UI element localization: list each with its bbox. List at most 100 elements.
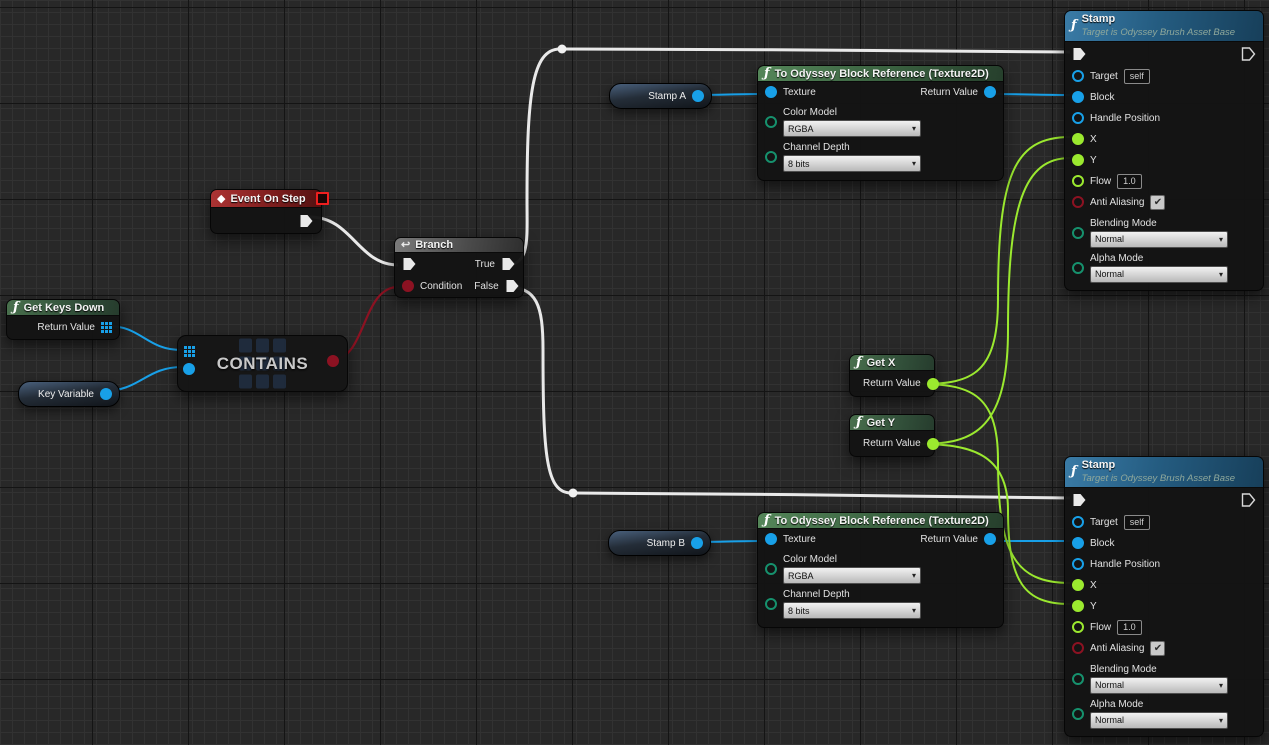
target-pin-label: Target (1090, 70, 1118, 82)
wire-float-getx-to-stamp-top-x[interactable] (917, 136, 1071, 385)
function-icon: ƒ (1071, 464, 1077, 480)
wire-exec-event-to-branch[interactable] (309, 215, 399, 267)
alpha-mode-pin[interactable] (1072, 707, 1084, 720)
flow-pin[interactable] (1072, 175, 1084, 188)
alpha-mode-pin[interactable] (1072, 261, 1084, 274)
block-pin[interactable] (1072, 537, 1084, 550)
reroute-node-top[interactable] (557, 44, 567, 54)
flow-pin-label: Flow (1090, 621, 1112, 633)
color-model-dropdown[interactable]: RGBA ▾ (783, 120, 921, 137)
wire-exec-false-down[interactable] (505, 285, 572, 495)
color-model-pin[interactable] (765, 563, 777, 575)
node-to-block-reference-bottom[interactable]: ƒ To Odyssey Block Reference (Texture2D)… (757, 512, 1004, 628)
function-icon: ƒ (1071, 18, 1077, 34)
float-out-pin[interactable] (926, 377, 939, 390)
event-bind-icon[interactable] (315, 192, 329, 205)
color-model-pin[interactable] (765, 116, 777, 128)
blending-mode-pin[interactable] (1072, 226, 1084, 239)
y-pin[interactable] (1072, 154, 1084, 167)
texture-in-pin[interactable] (765, 86, 777, 98)
block-pin[interactable] (1072, 91, 1084, 104)
x-pin[interactable] (1072, 579, 1084, 592)
node-title: Stamp (1081, 13, 1116, 25)
color-model-dropdown[interactable]: RGBA ▾ (783, 567, 921, 584)
target-pin[interactable] (1072, 70, 1084, 83)
channel-depth-dropdown[interactable]: 8 bits ▾ (783, 155, 921, 172)
node-title: Stamp (1081, 459, 1116, 471)
float-out-pin[interactable] (926, 437, 939, 450)
flow-value-box[interactable]: 1.0 (1117, 619, 1142, 635)
return-value-out-pin[interactable] (984, 86, 996, 98)
blending-mode-pin[interactable] (1072, 672, 1084, 685)
anti-aliasing-pin[interactable] (1072, 642, 1084, 655)
array-out-pin[interactable] (101, 322, 112, 333)
node-get-y[interactable]: ƒ Get Y Return Value (849, 414, 939, 457)
wire-exec-true-up[interactable] (505, 47, 561, 267)
array-in-pin[interactable] (184, 346, 195, 357)
node-get-x[interactable]: ƒ Get X Return Value (849, 354, 939, 397)
node-stamp-a[interactable]: Stamp A (609, 83, 712, 109)
wire-float-gety-to-stamp-bottom-y[interactable] (917, 443, 1071, 605)
exec-out-pin[interactable] (1241, 46, 1256, 61)
node-stamp-top[interactable]: ƒ Stamp Target is Odyssey Brush Asset Ba… (1064, 10, 1264, 291)
color-model-label: Color Model (783, 107, 837, 118)
channel-depth-pin[interactable] (765, 151, 777, 163)
channel-depth-pin[interactable] (765, 598, 777, 610)
node-stamp-b[interactable]: Stamp B (608, 530, 711, 556)
texture-in-pin[interactable] (765, 533, 777, 545)
target-value-box[interactable]: self (1123, 514, 1150, 530)
function-icon: ƒ (764, 513, 770, 528)
x-pin[interactable] (1072, 133, 1084, 146)
variable-out-pin[interactable] (100, 388, 112, 400)
exec-out-pin[interactable] (299, 214, 314, 228)
color-model-value: RGBA (788, 123, 814, 134)
reroute-node-bottom[interactable] (568, 488, 578, 498)
condition-pin[interactable] (402, 280, 414, 292)
alpha-mode-dropdown[interactable]: Normal ▾ (1090, 265, 1228, 283)
node-get-keys-down[interactable]: ƒ Get Keys Down Return Value (6, 299, 120, 340)
get-x-header: ƒ Get X (850, 355, 934, 371)
wire-float-getx-to-stamp-bottom-x[interactable] (917, 383, 1071, 584)
anti-aliasing-checkbox[interactable]: ✔ (1150, 640, 1166, 656)
node-title: Branch (415, 239, 454, 251)
function-icon: ƒ (856, 355, 862, 370)
anti-aliasing-pin[interactable] (1072, 196, 1084, 209)
x-pin-label: X (1090, 133, 1097, 145)
false-exec-out-pin[interactable] (505, 279, 520, 293)
y-pin[interactable] (1072, 600, 1084, 613)
blending-mode-dropdown[interactable]: Normal ▾ (1090, 676, 1228, 694)
node-key-variable[interactable]: Key Variable (18, 381, 120, 407)
variable-out-pin[interactable] (692, 90, 704, 102)
true-exec-out-pin[interactable] (501, 257, 516, 271)
exec-in-pin[interactable] (1072, 493, 1087, 507)
return-value-label: Return Value (920, 533, 978, 545)
return-value-out-pin[interactable] (984, 533, 996, 545)
exec-in-pin[interactable] (1072, 47, 1087, 61)
function-node-header: ƒ To Odyssey Block Reference (Texture2D) (758, 66, 1003, 82)
bool-out-pin[interactable] (327, 355, 339, 367)
alpha-mode-dropdown[interactable]: Normal ▾ (1090, 711, 1228, 729)
exec-in-pin[interactable] (402, 257, 417, 271)
wire-float-gety-to-stamp-top-y[interactable] (917, 157, 1071, 445)
node-branch[interactable]: ↩ Branch True Condition False (394, 237, 524, 298)
target-value-box[interactable]: self (1123, 68, 1150, 84)
anti-aliasing-checkbox[interactable]: ✔ (1150, 194, 1166, 210)
flow-pin[interactable] (1072, 621, 1084, 634)
flow-value-box[interactable]: 1.0 (1117, 173, 1142, 189)
blending-mode-label: Blending Mode (1090, 663, 1157, 675)
exec-out-pin[interactable] (1241, 492, 1256, 507)
wire-exec-to-stamp-top[interactable] (561, 47, 1071, 54)
node-stamp-bottom[interactable]: ƒ Stamp Target is Odyssey Brush Asset Ba… (1064, 456, 1264, 737)
node-to-block-reference-top[interactable]: ƒ To Odyssey Block Reference (Texture2D)… (757, 65, 1004, 181)
node-event-on-step[interactable]: ◆ Event On Step (210, 189, 329, 234)
handle-position-pin[interactable] (1072, 558, 1084, 571)
item-in-pin[interactable] (183, 363, 195, 375)
variable-out-pin[interactable] (691, 537, 703, 549)
wire-exec-to-stamp-bottom[interactable] (572, 491, 1071, 500)
node-contains[interactable]: CONTAINS (177, 335, 348, 392)
target-pin[interactable] (1072, 516, 1084, 529)
channel-depth-dropdown[interactable]: 8 bits ▾ (783, 602, 921, 619)
handle-position-pin[interactable] (1072, 112, 1084, 125)
blending-mode-dropdown[interactable]: Normal ▾ (1090, 230, 1228, 248)
